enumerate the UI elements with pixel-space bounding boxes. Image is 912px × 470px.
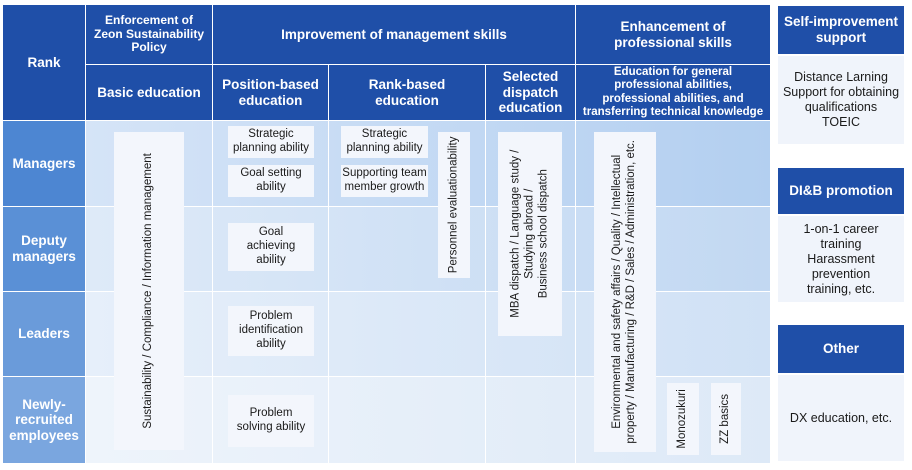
box-goal-setting: Goal setting ability [228, 165, 314, 197]
other-title: Other [822, 340, 859, 356]
header-general-professional: Education for general professional abili… [576, 65, 770, 120]
box-mba-dispatch: MBA dispatch / Language study / Studying… [498, 132, 562, 336]
box-environmental-safety: Environmental and safety affairs / Quali… [594, 132, 656, 452]
box-environmental-safety-text: Environmental and safety affairs / Quali… [611, 140, 639, 444]
box-strategic-planning-position: Strategic planning ability [228, 126, 314, 158]
header-enhancement: Enhancement of professional skills [576, 5, 770, 64]
header-enforcement-label: Enforcement of Zeon Sustainability Polic… [93, 12, 204, 55]
self-improvement-header: Self-improvement support [778, 6, 904, 54]
self-improvement-item: Distance Larning [794, 70, 888, 84]
box-goal-setting-text: Goal setting ability [240, 167, 302, 193]
box-personnel-evaluation-text: Personnel evaluationability [447, 136, 460, 274]
row-label-leaders: Leaders [3, 292, 85, 376]
row-label-managers: Managers [3, 121, 85, 206]
other-body: DX education, etc. [778, 375, 904, 461]
header-selected-dispatch-label: Selected dispatch education [498, 69, 563, 116]
box-goal-achieving: Goal achieving ability [228, 223, 314, 271]
dib-promotion-header: DI&B promotion [778, 168, 904, 214]
header-rank-based: Rank-based education [329, 65, 485, 120]
column-divider [485, 121, 486, 463]
row-divider [86, 206, 770, 207]
box-goal-achieving-text: Goal achieving ability [246, 226, 296, 266]
dib-item: Harassment prevention training, etc. [806, 251, 876, 296]
self-improvement-item: TOEIC [822, 115, 860, 129]
header-enhancement-label: Enhancement of professional skills [614, 18, 732, 50]
mba-line-1: MBA dispatch / Language study / [509, 149, 522, 319]
box-mba-dispatch-text: MBA dispatch / Language study / Studying… [509, 150, 550, 318]
box-zz-basics-text: ZZ basics [719, 394, 732, 444]
header-basic-education-label: Basic education [97, 84, 201, 100]
row-band-deputy [86, 207, 770, 291]
dib-promotion-title: DI&B promotion [789, 182, 893, 198]
header-position-based: Position-based education [213, 65, 328, 120]
header-basic-education: Basic education [86, 65, 212, 120]
box-supporting-team: Supporting team member growth [341, 165, 428, 197]
header-enforcement: Enforcement of Zeon Sustainability Polic… [86, 5, 212, 64]
box-problem-identification-text: Problem identification ability [239, 310, 303, 350]
dib-item: 1-on-1 career training [803, 221, 879, 251]
row-divider [86, 376, 770, 377]
header-rank-label: Rank [27, 54, 61, 70]
header-improvement: Improvement of management skills [213, 5, 575, 64]
header-position-based-label: Position-based education [222, 76, 319, 108]
box-monozukuri-text: Monozukuri [676, 389, 689, 449]
mba-line-2: Studying abroad / [523, 188, 536, 280]
box-sustainability-text: Sustainability / Compliance / Informatio… [142, 153, 155, 429]
box-problem-solving-text: Problem solving ability [236, 407, 306, 433]
row-label-newly-text: Newly-recruited employees [9, 396, 79, 443]
row-divider [86, 291, 770, 292]
box-zz-basics: ZZ basics [711, 383, 741, 455]
header-rank: Rank [3, 5, 85, 120]
box-personnel-evaluation: Personnel evaluationability [438, 132, 470, 278]
box-problem-identification: Problem identification ability [228, 306, 314, 356]
other-header: Other [778, 325, 904, 373]
box-strategic-planning-rank-text: Strategic planning ability [346, 128, 423, 154]
row-band-newly [86, 377, 770, 463]
header-general-professional-label: Education for general professional abili… [582, 66, 764, 118]
row-label-deputy-managers: Deputy managers [3, 207, 85, 291]
row-label-leaders-text: Leaders [18, 326, 70, 342]
box-sustainability: Sustainability / Compliance / Informatio… [114, 132, 184, 450]
row-label-deputy-text: Deputy managers [12, 233, 76, 264]
header-rank-based-label: Rank-based education [368, 76, 446, 108]
env-line-2: property / Manufacturing / R&D / Sales /… [625, 140, 638, 444]
box-strategic-planning-rank: Strategic planning ability [341, 126, 428, 158]
row-label-newly-recruited: Newly-recruited employees [3, 377, 85, 463]
header-improvement-label: Improvement of management skills [281, 26, 507, 42]
box-strategic-planning-position-text: Strategic planning ability [232, 128, 310, 154]
box-monozukuri: Monozukuri [667, 383, 699, 455]
self-improvement-body: Distance Larning Support for obtaining q… [778, 56, 904, 144]
column-divider [212, 121, 213, 463]
row-band-managers [86, 121, 770, 206]
other-item: DX education, etc. [789, 410, 893, 425]
box-problem-solving: Problem solving ability [228, 395, 314, 447]
dib-promotion-body: 1-on-1 career training Harassment preven… [778, 216, 904, 302]
mba-line-3: Business school dispatch [536, 169, 549, 299]
row-label-managers-text: Managers [12, 155, 76, 171]
row-band-leaders [86, 292, 770, 376]
box-supporting-team-text: Supporting team member growth [342, 167, 427, 193]
column-divider [575, 121, 576, 463]
env-line-1: Environmental and safety affairs / Quali… [611, 154, 624, 430]
self-improvement-item: Support for obtaining qualifications [782, 85, 900, 114]
self-improvement-title: Self-improvement support [783, 13, 899, 45]
header-selected-dispatch: Selected dispatch education [486, 65, 575, 120]
column-divider [328, 121, 329, 463]
